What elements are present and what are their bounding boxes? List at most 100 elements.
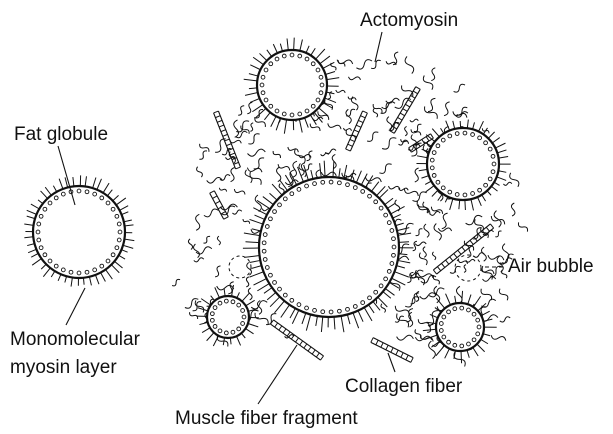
actomyosin-strand xyxy=(428,98,435,111)
myosin-bead xyxy=(61,268,65,272)
fat-globule-upper xyxy=(244,38,340,134)
fiber-edge xyxy=(210,193,224,219)
myosin-hair xyxy=(65,276,67,282)
actomyosin-strand xyxy=(483,277,496,282)
fiber-segment xyxy=(400,113,404,116)
myosin-bead xyxy=(210,312,214,316)
fiber-segment xyxy=(450,257,453,261)
myosin-hair xyxy=(27,210,37,214)
myosin-bead xyxy=(262,249,266,253)
actomyosin-strand xyxy=(200,144,209,152)
myosin-bead xyxy=(455,193,459,197)
myosin-hair xyxy=(97,179,102,190)
actomyosin-strand xyxy=(255,117,266,127)
myosin-bead xyxy=(118,230,122,234)
actomyosin-strand xyxy=(194,258,204,262)
fiber-segment xyxy=(226,144,231,146)
actomyosin-strand xyxy=(475,219,484,231)
myosin-hair xyxy=(432,129,439,137)
actomyosin-strand xyxy=(234,189,245,194)
actomyosin-strand xyxy=(431,68,435,81)
myosin-hair xyxy=(83,278,84,285)
myosin-hair xyxy=(249,88,257,89)
myosin-hair xyxy=(320,56,330,64)
myosin-hair xyxy=(253,57,263,64)
myosin-hair xyxy=(252,229,261,231)
myosin-hair xyxy=(38,200,43,204)
myosin-bead xyxy=(384,277,388,281)
actomyosin-strand xyxy=(431,207,442,214)
myosin-hair xyxy=(369,305,375,313)
fiber-segment xyxy=(350,139,355,141)
myosin-hair xyxy=(244,256,259,258)
fiber-segment xyxy=(312,350,315,354)
myosin-bead xyxy=(275,57,279,61)
myosin-hair xyxy=(272,184,282,195)
myosin-hair xyxy=(325,72,335,75)
myosin-hair xyxy=(339,168,340,177)
myosin-hair xyxy=(120,206,129,211)
myosin-hair xyxy=(396,266,404,268)
myosin-hair xyxy=(24,224,33,225)
myosin-bead xyxy=(290,192,294,196)
fat-globule-isolated xyxy=(24,175,134,286)
myosin-bead xyxy=(311,62,315,66)
actomyosin-strand xyxy=(456,286,462,304)
fiber-segment xyxy=(279,326,282,330)
myosin-hair xyxy=(27,244,34,246)
myosin-bead xyxy=(269,273,273,277)
actomyosin-strand xyxy=(382,138,396,149)
myosin-hair xyxy=(441,128,444,133)
actomyosin-strand xyxy=(405,56,414,73)
actomyosin-strand xyxy=(247,102,252,113)
myosin-bead xyxy=(218,329,222,333)
muscle-fiber-fragment xyxy=(214,111,241,169)
myosin-hair xyxy=(271,116,276,127)
actomyosin-strand xyxy=(430,211,440,215)
myosin-hair xyxy=(302,313,306,324)
actomyosin-strand xyxy=(247,168,262,173)
myosin-bead xyxy=(488,177,492,181)
actomyosin-strand xyxy=(305,164,312,170)
myosin-bead xyxy=(441,186,445,190)
myosin-bead xyxy=(93,192,97,196)
myosin-hair xyxy=(41,264,46,269)
myosin-hair xyxy=(73,177,74,186)
myosin-bead xyxy=(442,335,446,339)
myosin-hair xyxy=(241,333,245,338)
myosin-bead xyxy=(269,62,273,66)
myosin-hair xyxy=(24,237,33,238)
myosin-hair xyxy=(253,279,266,286)
myosin-bead xyxy=(93,268,97,272)
fiber-segment xyxy=(210,191,215,193)
myosin-hair xyxy=(31,204,39,209)
myosin-hair xyxy=(290,308,295,318)
myosin-bead xyxy=(346,307,350,311)
myosin-hair xyxy=(246,329,254,334)
myosin-hair xyxy=(45,187,51,195)
actomyosin-strand xyxy=(495,231,501,237)
myosin-hair xyxy=(419,169,428,170)
fiber-segment xyxy=(223,134,228,136)
fiber-segment xyxy=(413,91,417,94)
myosin-hair xyxy=(356,171,361,183)
myosin-hair xyxy=(270,297,280,307)
myosin-hair xyxy=(432,190,438,197)
myosin-bead xyxy=(329,180,333,184)
myosin-bead xyxy=(278,287,282,291)
myosin-bead xyxy=(39,214,43,218)
myosin-hair xyxy=(294,38,295,50)
actomyosin-strand xyxy=(466,259,475,262)
myosin-bead xyxy=(265,225,269,229)
myosin-bead xyxy=(447,340,451,344)
actomyosin-strand xyxy=(278,164,290,170)
myosin-bead xyxy=(353,186,357,190)
myosin-hair xyxy=(446,121,450,131)
myosin-bead xyxy=(54,264,58,268)
actomyosin-strand xyxy=(310,124,320,131)
actomyosin-strand xyxy=(491,335,506,340)
actomyosin-strand xyxy=(415,242,426,246)
myosin-hair xyxy=(423,329,436,330)
fat-globules xyxy=(24,38,510,364)
